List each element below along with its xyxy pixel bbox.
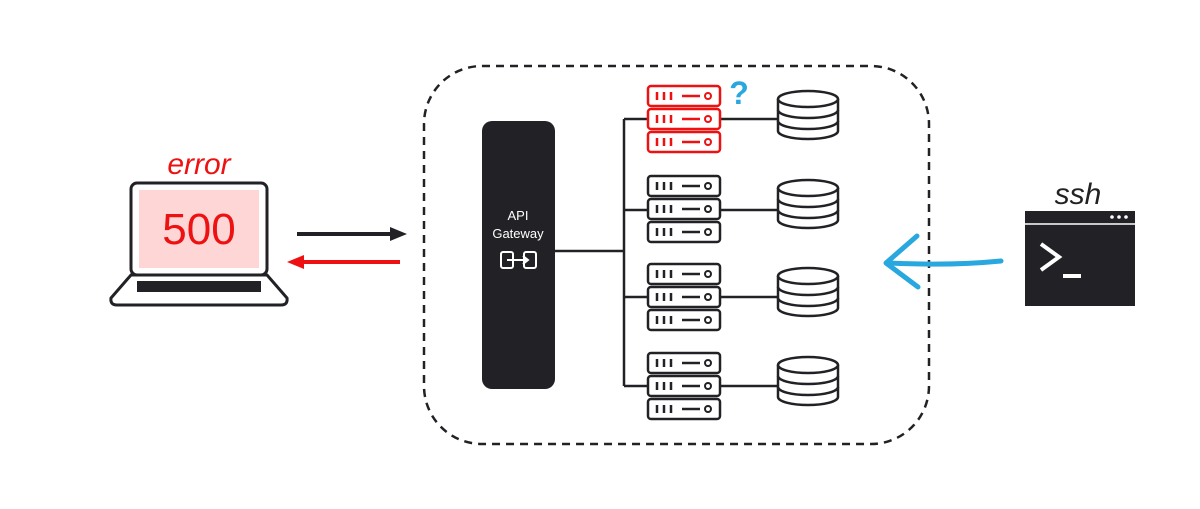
terminal-icon [1025,211,1135,306]
question-mark-icon: ? [729,75,749,111]
laptop-icon [109,181,289,307]
database-icon [776,266,840,318]
ssh-arrow [883,233,1004,290]
error-label: error [167,148,231,181]
laptop-screen [139,190,259,268]
server-stack [646,262,722,332]
server-stack-failing [646,84,722,154]
gateway-label-line1: API [508,208,529,223]
database-icon [776,178,840,230]
gateway-label-line2: Gateway [492,226,544,241]
server-stack [646,351,722,421]
ssh-label: ssh [1055,178,1102,211]
request-arrow [297,227,407,241]
system-boundary [422,64,931,446]
connector-lines [555,117,778,388]
status-code: 500 [162,205,235,254]
api-gateway: API Gateway [482,121,555,389]
database-icon [776,355,840,407]
server-stack [646,174,722,244]
response-arrow [287,255,400,269]
database-icon [776,89,840,141]
gateway-icon [500,251,537,269]
